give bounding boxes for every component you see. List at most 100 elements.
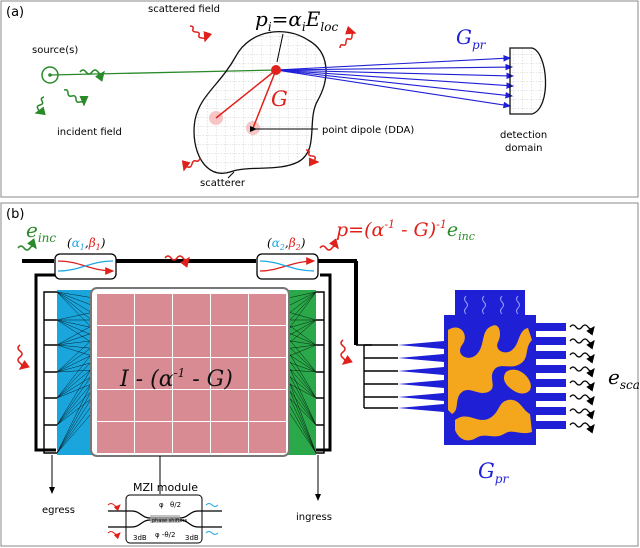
egress-fan-line [56, 337, 95, 373]
ingress-fan-line [287, 380, 317, 426]
ingress-fan-line [287, 319, 317, 345]
matrix-cell [97, 390, 134, 421]
mzi-right-cyan [259, 260, 315, 272]
egress-fan-line [56, 345, 95, 373]
egress-fan-line [56, 369, 95, 373]
matrix-cell [211, 422, 248, 453]
matrix-cells [97, 294, 286, 453]
top-wave-icon [464, 295, 468, 315]
egress-column [57, 290, 94, 455]
ingress-fan-line [287, 369, 317, 373]
ingress-fan-line [287, 382, 317, 399]
output-guide [536, 337, 566, 345]
matrix-cell [97, 294, 134, 325]
scatter-wave-icon-3 [181, 157, 201, 172]
mzi-module-label: MZI module [133, 481, 198, 494]
mzi-right-label: (α2,β2) [267, 236, 306, 252]
eq-top: p=(α-1 - G)-1einc [336, 218, 475, 243]
matrix-cell [135, 358, 172, 389]
ingress-fan-line [287, 361, 317, 373]
ingress-fan-line [287, 291, 317, 299]
ingress-column [288, 290, 316, 455]
wave-icon-right [340, 339, 353, 365]
einc-label: einc [26, 218, 56, 245]
matrix-cell [211, 358, 248, 389]
ingress-fan-line [287, 386, 317, 454]
matrix-cell [97, 326, 134, 357]
egress-fan-line [56, 291, 95, 315]
output-wave-icon [569, 422, 595, 434]
incident-wave-icon-2 [63, 89, 89, 107]
egress-fan-line [56, 366, 95, 399]
ingress-fan-line [287, 311, 317, 321]
egress-fan-line [56, 364, 95, 426]
scattered-field-label: scattered field [148, 4, 220, 15]
db-right-label: 3dB [185, 534, 199, 542]
taper [398, 393, 444, 401]
top-wave-icon [500, 295, 504, 315]
egress-fan-line [56, 319, 95, 345]
matrix-cell [249, 358, 286, 389]
output-wave-icon [569, 352, 595, 364]
egress-fan-line [56, 380, 95, 426]
scatterer-shape [193, 31, 327, 174]
ingress-fan-line [287, 396, 317, 426]
panel-b-label: (b) [6, 207, 24, 222]
matrix-cell [173, 326, 210, 357]
output-guide [536, 365, 566, 373]
matrix-cell [135, 326, 172, 357]
output-wave-icon [569, 324, 595, 336]
ingress-fan-line [287, 291, 317, 323]
g-label: G [271, 87, 288, 111]
output-guide [536, 323, 566, 331]
mzi-left-cyan [57, 260, 114, 272]
matrix-cell [211, 326, 248, 357]
egress-fan-line [56, 291, 95, 299]
ingress-fan-line [287, 344, 317, 349]
ingress-fan-line [287, 324, 317, 346]
egress-fan-line [56, 410, 95, 454]
ingress-fan-line [287, 378, 317, 454]
taper [398, 367, 444, 375]
output-wave-icon [569, 366, 595, 378]
egress-fan-line [56, 396, 95, 426]
top-wave-icon [482, 295, 486, 315]
output-waveguides [536, 323, 566, 429]
taper [398, 354, 444, 362]
eq-pi: pi=αiEloc [255, 7, 338, 34]
matrix-cell [211, 294, 248, 325]
ingress-fan-line [287, 340, 317, 346]
output-guide [536, 379, 566, 387]
theta-label: θ/2 [170, 501, 181, 509]
matrix-cell [97, 358, 134, 389]
matrix-cell [135, 294, 172, 325]
ingress-ladder [316, 291, 325, 454]
ingress-fan-line [287, 345, 317, 373]
output-wave-icon [569, 338, 595, 350]
scatter-wave-icon-2 [339, 25, 357, 49]
ingress-fan-line [287, 344, 317, 357]
matrix-equation: I - (α-1 - G) [119, 366, 233, 392]
egress-fan-line [56, 402, 95, 454]
egress-fan-line [56, 332, 95, 346]
egress-fan-line [56, 353, 95, 373]
panel-b-frame [0, 202, 639, 547]
taper [398, 404, 444, 412]
ingress-fan-line [287, 366, 317, 399]
ingress-fan-line [287, 337, 317, 373]
ingress-fan-line [287, 319, 317, 337]
phi-label: φ [159, 501, 164, 509]
output-guide [536, 421, 566, 429]
matrix-cell [173, 422, 210, 453]
egress-fan-line [56, 361, 95, 373]
egress-fan-line [56, 311, 95, 321]
egress-fan-line [56, 291, 95, 323]
g-line-2 [252, 69, 277, 129]
egress-fan [56, 291, 95, 454]
gpr-b-label: Gpr [478, 459, 509, 486]
top-output-waves [464, 295, 520, 315]
wave-icon-left [17, 344, 30, 370]
output-guide [536, 351, 566, 359]
output-wave-icon [569, 408, 595, 420]
